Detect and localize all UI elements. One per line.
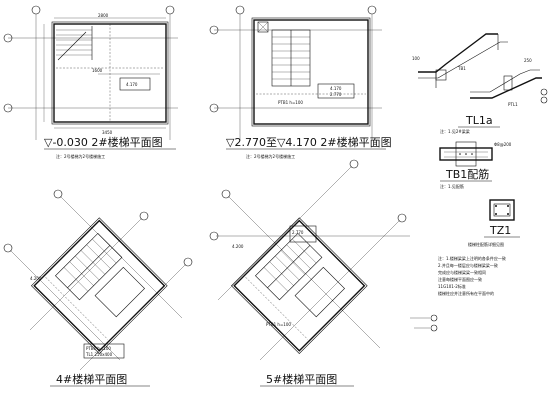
axis-bubble [31, 5, 41, 15]
axis-bubble [235, 5, 245, 15]
axis-bubble [209, 103, 219, 113]
elevation-label: 4.200 [232, 244, 244, 249]
stair-treads [56, 26, 93, 61]
axis-bubble [139, 211, 149, 221]
plan-title: 4#楼梯平面图 [56, 372, 127, 386]
section-marker [540, 88, 548, 96]
axis-bubble [221, 189, 231, 199]
detail-note: 注：1.见2#梁梁 [440, 128, 470, 134]
elevation-label: 4.170 [126, 82, 138, 87]
detail-tl1a: 100 250 TB1 PTL1 TL1a 注：1.见2#梁梁 [412, 33, 548, 134]
stair-plan-4: 4.200 PTB1 h=100 TL1 250x400 4#楼梯平面图 [3, 189, 193, 387]
detail-title: TL1a [465, 114, 493, 127]
axis-bubble [209, 231, 219, 241]
axis-bubble [349, 159, 359, 169]
member-label: TL1 250x400 [85, 352, 113, 357]
note-line: 注意每楼梯平面图应一致 [438, 276, 482, 282]
note-line: 11G101-2标准 [438, 283, 466, 289]
dimension-label: 2800 [98, 13, 109, 18]
detail-title: TB1配筋 [445, 167, 489, 181]
member-label: PTL1 [508, 102, 518, 107]
axis-bubble [397, 213, 407, 223]
detail-tz1: TZ1 楼梯柱配筋详细见图 [468, 199, 520, 247]
elevation-label: 2.770 [330, 92, 342, 97]
note-line: 楼梯柱应并注意所有在平面中的 [438, 290, 494, 296]
plan-title: 5#楼梯平面图 [266, 372, 337, 386]
dimension-label: 100 [412, 56, 420, 61]
stair-treads [271, 29, 311, 87]
axis-bubble [183, 257, 193, 267]
axis-bubble [53, 189, 63, 199]
detail-tb1: Φ8@200 TB1配筋 注：1.见配筋 [439, 141, 512, 189]
dimension-label: 3450 [102, 130, 113, 135]
axis-bubble [3, 103, 13, 113]
note-line: 注：1.楼梯梁梁上注明的各条件应一致 [438, 255, 506, 261]
axis-bubble [209, 25, 219, 35]
plan-title: ▽2.770至▽4.170 2#楼梯平面图 [226, 135, 392, 149]
member-label: PTB1 h=100 [86, 346, 111, 351]
note-line: 2.并且每一楼层应与楼梯梁梁一致 [438, 262, 498, 268]
axis-bubble [430, 324, 438, 332]
elevation-label: 4.170 [330, 86, 342, 91]
plan-note: 注：2号楼梯为2号楼梯施工 [246, 153, 295, 159]
axis-bubble [430, 314, 438, 322]
member-label: TB1 [457, 66, 466, 71]
dimension-label: 250 [524, 58, 532, 63]
detail-note: 楼梯柱配筋详细见图 [468, 241, 504, 247]
general-notes: 注：1.楼梯梁梁上注明的各条件应一致 2.并且每一楼层应与楼梯梁梁一致 完成应与… [438, 255, 506, 296]
member-label: PTB1 h=100 [266, 322, 291, 327]
detail-title: TZ1 [489, 224, 511, 237]
axis-bubble [3, 243, 13, 253]
member-label: PTB1 h=100 [278, 100, 303, 105]
plan-note: 注：2号楼梯为2号楼梯施工 [56, 153, 105, 159]
axis-bubble [3, 33, 13, 43]
elevation-label: 4.200 [30, 276, 42, 281]
stair-plan-2: 4.170 2.770 PTB1 h=100 ▽2.770至▽4.170 2#楼… [209, 5, 392, 159]
elevation-label: 2.770 [292, 230, 304, 235]
detail-note: 注：1.见配筋 [440, 183, 464, 189]
rebar-label: Φ8@200 [494, 142, 512, 147]
note-line: 完成应与楼梯梁梁一致相同 [438, 269, 486, 275]
axis-bubble [367, 5, 377, 15]
axis-bubble [165, 5, 175, 15]
dimension-label: 1600 [92, 68, 103, 73]
section-marker [540, 96, 548, 104]
stair-plan-5: 4.200 2.770 PTB1 h=100 5#楼梯平面图 [209, 159, 410, 387]
plan-title: ▽-0.030 2#楼梯平面图 [44, 135, 163, 149]
stair-plan-1: 2800 1600 3450 4.170 ▽-0.030 2#楼梯平面图 注：2… [3, 5, 178, 159]
